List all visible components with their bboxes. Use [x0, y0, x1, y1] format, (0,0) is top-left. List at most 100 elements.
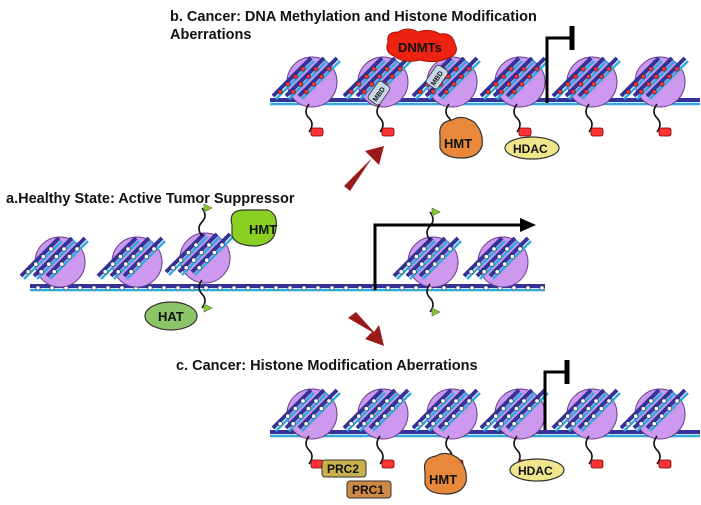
cpg-site — [343, 285, 349, 291]
histone-tail — [513, 103, 521, 133]
methylated-cpg — [453, 66, 459, 72]
histone-tail — [198, 279, 206, 309]
methylated-cpg — [653, 74, 659, 80]
methylated-cpg — [508, 66, 514, 72]
cpg-site — [640, 406, 646, 412]
methylated-cpg — [557, 89, 563, 95]
cpg-site — [311, 413, 317, 419]
methylated-cpg — [417, 89, 423, 95]
methylated-cpg — [648, 66, 654, 72]
methylated-cpg — [606, 66, 612, 72]
methylated-cpg — [348, 89, 354, 95]
hmt-label-a: HMT — [249, 222, 277, 237]
prc2-label: PRC2 — [327, 462, 359, 476]
methylated-cpg — [666, 74, 672, 80]
cpg-site — [178, 257, 184, 263]
cpg-site — [625, 421, 631, 427]
cpg-site — [348, 421, 354, 427]
methylated-cpg — [565, 81, 571, 87]
cpg-site — [441, 285, 447, 291]
cpg-site — [53, 254, 59, 260]
methylated-cpg — [451, 81, 457, 87]
cpg-site — [285, 413, 291, 419]
cpg-site — [481, 269, 487, 275]
hmt-label-b: HMT — [444, 136, 472, 151]
cpg-site — [196, 265, 202, 271]
prc1-label: PRC1 — [352, 483, 384, 497]
methyl-mark — [381, 127, 395, 137]
cpg-site — [48, 246, 54, 252]
cpg-site — [298, 413, 304, 419]
methylated-cpg — [534, 66, 540, 72]
cpg-site — [519, 413, 525, 419]
cpg-site — [421, 246, 427, 252]
cpg-site — [259, 285, 265, 291]
panel-b-title-line1: b. Cancer: DNA Methylation and Histone M… — [170, 9, 537, 25]
methylated-cpg — [443, 89, 449, 95]
cpg-site — [438, 413, 444, 419]
cpg-site — [476, 261, 482, 267]
nucleosome — [619, 388, 689, 469]
methylated-cpg — [363, 74, 369, 80]
cpg-site — [483, 254, 489, 260]
cpg-site — [211, 250, 217, 256]
methylated-cpg — [485, 89, 491, 95]
cpg-site — [119, 285, 125, 291]
cpg-site — [591, 413, 597, 419]
histone-tail — [376, 103, 384, 133]
cpg-site — [361, 421, 367, 427]
cpg-site — [303, 421, 309, 427]
cpg-site — [245, 285, 251, 291]
cpg-site — [424, 269, 430, 275]
panel-c-chromatin — [270, 388, 700, 469]
methylated-cpg — [397, 66, 403, 72]
cpg-site — [498, 421, 504, 427]
cpg-site — [74, 246, 80, 252]
cpg-site — [598, 406, 604, 412]
cpg-site — [300, 398, 306, 404]
cpg-site — [329, 285, 335, 291]
cpg-site — [115, 269, 121, 275]
methylated-cpg — [371, 66, 377, 72]
cpg-site — [66, 254, 72, 260]
cpg-site — [583, 421, 589, 427]
cpg-site — [40, 254, 46, 260]
cpg-site — [198, 250, 204, 256]
methylated-cpg — [585, 74, 591, 80]
cpg-site — [219, 242, 225, 248]
nucleosome — [271, 56, 341, 137]
hat-label: HAT — [158, 309, 184, 324]
cpg-site — [425, 413, 431, 419]
cpg-site — [521, 398, 527, 404]
cpg-site — [606, 398, 612, 404]
histone-tail — [585, 435, 593, 465]
cpg-site — [572, 406, 578, 412]
nucleosome — [479, 56, 549, 137]
cpg-site — [191, 257, 197, 263]
cpg-site — [511, 421, 517, 427]
acetyl-mark — [203, 203, 213, 213]
methylated-cpg — [674, 66, 680, 72]
cpg-site — [105, 285, 111, 291]
methylated-cpg — [625, 89, 631, 95]
methylated-cpg — [638, 89, 644, 95]
cpg-site — [185, 250, 191, 256]
histone-tail — [426, 283, 434, 313]
repression-symbol-c — [543, 370, 565, 430]
cpg-site — [136, 261, 142, 267]
methylated-cpg — [591, 81, 597, 87]
histone-tail — [653, 103, 661, 133]
cpg-site — [511, 285, 517, 291]
cpg-site — [451, 413, 457, 419]
cpg-site — [580, 398, 586, 404]
cpg-site — [666, 406, 672, 412]
cpg-site — [659, 413, 665, 419]
histone-tail — [305, 435, 313, 465]
cpg-site — [646, 413, 652, 419]
cpg-site — [434, 246, 440, 252]
cpg-site — [151, 246, 157, 252]
cpg-site — [371, 398, 377, 404]
cpg-site — [25, 269, 31, 275]
methylated-cpg — [318, 74, 324, 80]
cpg-site — [292, 406, 298, 412]
